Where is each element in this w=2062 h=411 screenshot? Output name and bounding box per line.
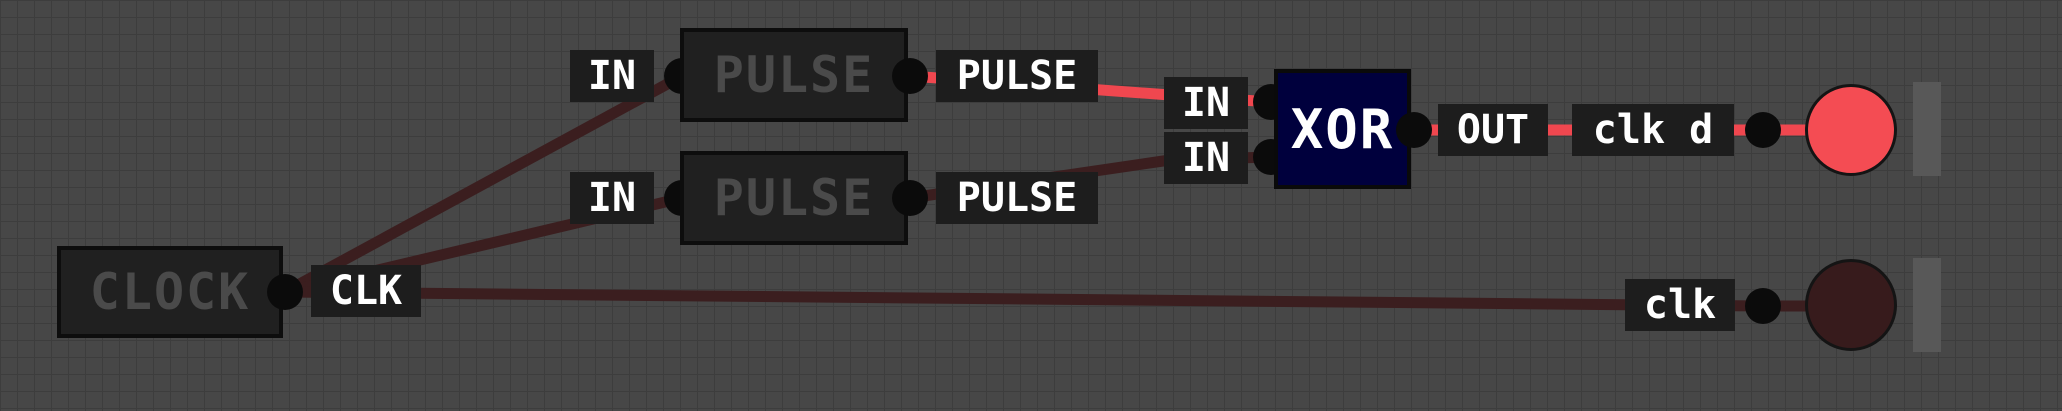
wire-clock-to-pulse-top[interactable]: [279, 70, 688, 298]
xor-output-pin[interactable]: [1396, 112, 1432, 148]
xor-output-label: OUT: [1438, 104, 1548, 156]
xor-input-a-label: IN: [1164, 77, 1248, 129]
output-bottom-handle[interactable]: [1913, 258, 1941, 352]
pulse-top-chip[interactable]: PULSE: [680, 28, 908, 122]
pulse-top-output-pin[interactable]: [892, 58, 928, 94]
pulse-bottom-chip[interactable]: PULSE: [680, 151, 908, 245]
output-bottom-label: clk: [1625, 279, 1735, 331]
pulse-bottom-output-label: PULSE: [936, 172, 1098, 224]
clock-chip[interactable]: CLOCK: [57, 246, 283, 338]
output-top-led[interactable]: [1805, 84, 1897, 176]
pulse-bottom-input-label: IN: [570, 172, 654, 224]
pulse-top-output-label: PULSE: [936, 50, 1098, 102]
output-top-pin[interactable]: [1745, 112, 1781, 148]
clock-output-label: CLK: [311, 265, 421, 317]
output-bottom-pin[interactable]: [1745, 288, 1781, 324]
clock-output-pin[interactable]: [267, 274, 303, 310]
output-top-handle[interactable]: [1913, 82, 1941, 176]
pulse-top-input-label: IN: [570, 50, 654, 102]
pulse-bottom-output-pin[interactable]: [892, 180, 928, 216]
wire-clock-to-output-bottom[interactable]: [279, 286, 1769, 312]
output-bottom-led[interactable]: [1805, 259, 1897, 351]
xor-chip[interactable]: XOR: [1274, 69, 1411, 189]
output-top-label: clk d: [1572, 104, 1734, 156]
xor-input-b-label: IN: [1164, 132, 1248, 184]
